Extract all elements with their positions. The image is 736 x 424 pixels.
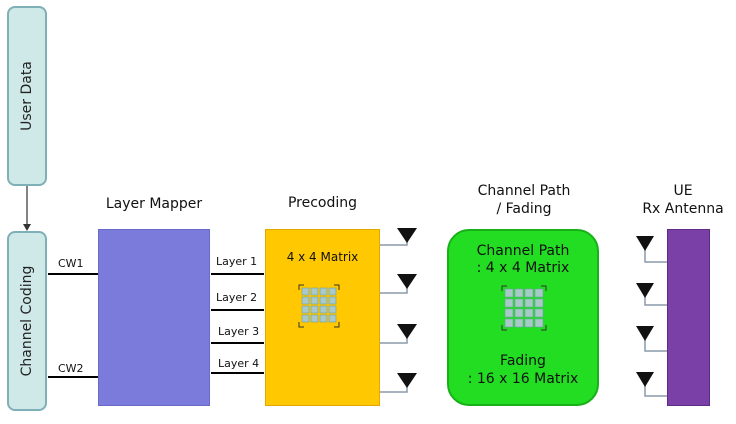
ue-header-1: UE (673, 183, 693, 199)
channel-path-text: Channel Path (476, 243, 570, 259)
layer-mapper-box (98, 229, 210, 406)
precoding-box: 4 x 4 Matrix (265, 229, 380, 406)
cw1-label: CW1 (58, 257, 84, 270)
layer-mapper-title: Layer Mapper (105, 196, 203, 212)
cw2-label: CW2 (58, 362, 84, 375)
layer-3-label: Layer 3 (218, 325, 260, 338)
user-data-label: User Data (19, 61, 35, 131)
fading-matrix-text: : 16 x 16 Matrix (467, 371, 579, 387)
channel-path-header-2: / Fading (496, 201, 552, 217)
user-data-box: User Data (7, 6, 47, 186)
channel-coding-label: Channel Coding (19, 265, 35, 377)
rx-antennas (636, 236, 654, 387)
layer-2-label: Layer 2 (216, 291, 258, 304)
precoding-matrix-icon (298, 284, 340, 328)
layer-1-label: Layer 1 (216, 255, 258, 268)
ue-box (667, 229, 710, 406)
channel-path-box: Channel Path : 4 x 4 Matrix Fading : 16 … (447, 229, 599, 406)
channel-path-matrix-text: : 4 x 4 Matrix (476, 260, 570, 276)
precoding-title: Precoding (287, 195, 358, 211)
channel-path-header-1: Channel Path (477, 183, 571, 199)
precoding-matrix-label: 4 x 4 Matrix (286, 250, 359, 264)
fading-text: Fading (500, 353, 546, 369)
channel-matrix-icon (501, 285, 547, 331)
layer-4-label: Layer 4 (218, 357, 260, 370)
channel-coding-box: Channel Coding (7, 231, 47, 411)
ue-header-2: Rx Antenna (642, 201, 724, 217)
tx-antennas (397, 228, 417, 388)
